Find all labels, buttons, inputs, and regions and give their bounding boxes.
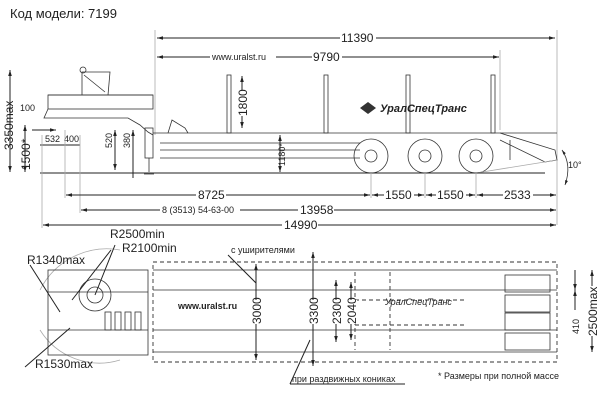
- model-code-title: Код модели: 7199: [10, 6, 117, 21]
- dim-axle-1: 1550: [385, 188, 412, 202]
- website-top: www.uralst.ru: [177, 301, 237, 311]
- dim-3000: 3000: [250, 297, 264, 324]
- stakes: [226, 74, 496, 134]
- dim-1180: 1180*: [277, 143, 287, 166]
- dim-380: 380: [122, 133, 132, 148]
- radius-2100: R2100min: [122, 241, 177, 255]
- radius-2500: R2500min: [110, 227, 165, 241]
- dim-532: 532: [45, 134, 60, 144]
- dim-2533: 2533: [504, 188, 531, 202]
- dim-3350: 3350max: [2, 101, 16, 150]
- svg-text:УралСпецТранс: УралСпецТранс: [380, 103, 467, 115]
- dim-13958: 13958: [300, 203, 334, 217]
- dim-14990: 14990: [284, 218, 318, 232]
- side-view: 11390 www.uralst.ru 9790 1800 1180* Урал…: [2, 30, 582, 232]
- dim-axle-2: 1550: [437, 188, 464, 202]
- wheels: [353, 138, 494, 174]
- dim-8725: 8725: [198, 188, 225, 202]
- top-view: R2500min R2100min R1340max R1530max www.…: [24, 227, 600, 385]
- dim-11390: 11390: [341, 31, 374, 45]
- dim-1500: 1500*: [19, 138, 33, 170]
- dim-400: 400: [64, 134, 79, 144]
- dim-3300: 3300: [307, 297, 321, 324]
- dim-1800: 1800: [236, 89, 250, 116]
- dim-100: 100: [20, 103, 35, 113]
- dim-angle: 10°: [568, 160, 582, 170]
- note-wideners: с уширителями: [231, 245, 295, 255]
- dim-2500: 2500max: [586, 287, 600, 336]
- note-sliding-bunks: при раздвижных кониках: [292, 374, 396, 384]
- website-label: www.uralst.ru: [211, 52, 266, 62]
- phone-number: 8 (3513) 54-63-00: [162, 205, 234, 215]
- dim-520: 520: [104, 133, 114, 148]
- brand-top: УралСпецТранс: [384, 297, 452, 307]
- footnote: * Размеры при полной массе: [438, 371, 559, 381]
- dim-2040: 2040: [345, 297, 359, 324]
- dim-410: 410: [571, 319, 581, 334]
- dim-2300: 2300: [330, 297, 344, 324]
- radius-1530: R1530max: [35, 357, 93, 371]
- brand-logo: УралСпецТранс: [360, 102, 467, 115]
- dim-9790: 9790: [313, 50, 340, 64]
- radius-1340: R1340max: [27, 253, 85, 267]
